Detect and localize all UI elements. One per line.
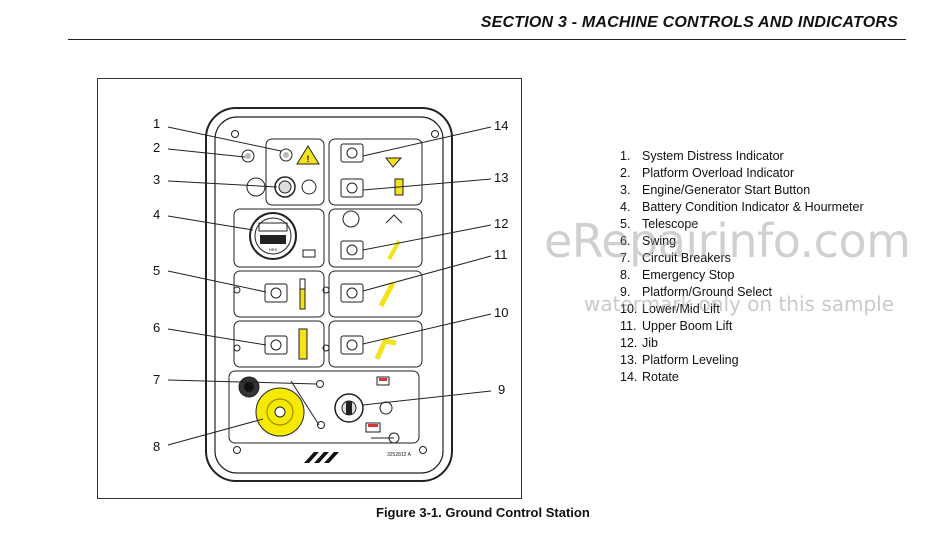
legend-item: 13.Platform Leveling (620, 353, 739, 367)
leader-10 (362, 313, 492, 345)
screw-mid-left-2 (233, 344, 241, 352)
screw-top-right (431, 130, 439, 138)
bottom-block (228, 370, 420, 444)
battery-icon (302, 249, 316, 258)
leader-9 (362, 390, 492, 406)
battery-bar-graph (258, 222, 288, 232)
screw-top-left (231, 130, 239, 138)
figure-caption: Figure 3-1. Ground Control Station (376, 505, 590, 520)
warning-triangle-icon (296, 145, 320, 165)
leader-8 (167, 418, 264, 446)
upper-boom-block (328, 270, 423, 318)
callout-9: 9 (498, 382, 505, 397)
callout-6: 6 (153, 320, 160, 335)
leader-11 (362, 255, 492, 292)
lower-mid-switch (340, 335, 397, 361)
screw-bottom-right (419, 446, 427, 454)
leader-4 (167, 215, 254, 231)
legend-item: 6.Swing (620, 234, 677, 248)
leader-3 (167, 180, 278, 188)
legend-item: 2.Platform Overload Indicator (620, 166, 795, 180)
rotate-switch (340, 143, 403, 168)
screw-bottom-left (233, 446, 241, 454)
legend-item: 8.Emergency Stop (620, 268, 735, 282)
indicator-block (265, 138, 325, 206)
legend-list: 1.System Distress Indicator 2.Platform O… (620, 148, 864, 386)
jlg-logo (304, 452, 339, 463)
callout-14: 14 (494, 118, 508, 133)
svg-text:!: ! (307, 154, 310, 164)
screw-mid-left (233, 286, 241, 294)
jib-icon (387, 240, 401, 260)
leader-12 (362, 224, 492, 251)
lower-lift-icon (374, 338, 397, 361)
section-title: SECTION 3 - MACHINE CONTROLS AND INDICAT… (480, 14, 898, 31)
leader-5 (167, 270, 267, 293)
hourmeter-display (260, 235, 286, 244)
leader-13 (362, 178, 492, 191)
swing-icon (298, 328, 308, 360)
breaker-screw-2 (317, 421, 325, 429)
callout-10: 10 (494, 305, 508, 320)
rotate-leveling-block (328, 138, 423, 206)
start-symbol-icon (301, 179, 317, 195)
callout-5: 5 (153, 263, 160, 278)
jib-icon-upper (385, 214, 403, 224)
legend-item: 1.System Distress Indicator (620, 149, 784, 163)
legend-item: 12.Jib (620, 336, 658, 350)
telescope-switch (264, 278, 306, 310)
lower-mid-block (328, 320, 423, 368)
ground-icon (365, 422, 400, 444)
svg-text:HRS: HRS (269, 247, 278, 252)
upper-boom-switch (340, 281, 396, 308)
svg-text:3252812 A: 3252812 A (387, 452, 412, 458)
leader-1 (167, 126, 282, 152)
leader-2 (167, 148, 246, 158)
start-button-cap (278, 180, 292, 194)
header-rule (68, 39, 906, 40)
hourmeter-ring (254, 217, 292, 255)
ground-control-station-diagram: ! HRS (153, 107, 508, 482)
legend-item: 7.Circuit Breakers (620, 251, 731, 265)
callout-12: 12 (494, 216, 508, 231)
legend-item: 3.Engine/Generator Start Button (620, 183, 811, 197)
distress-indicator-lens (283, 152, 289, 158)
callout-11: 11 (494, 247, 508, 262)
legend-item: 5.Telescope (620, 217, 699, 231)
telescope-block (233, 270, 325, 318)
rotate-icon (384, 157, 403, 168)
leader-7b (290, 380, 320, 426)
callout-3: 3 (153, 172, 160, 187)
callout-7: 7 (153, 372, 160, 387)
leader-14 (362, 126, 492, 157)
legend-item: 4.Battery Condition Indicator & Hourmete… (620, 200, 864, 214)
legend-item: 14.Rotate (620, 370, 679, 384)
callout-1: 1 (153, 116, 160, 131)
figure-frame: ! HRS (97, 78, 522, 499)
legend-item: 9.Platform/Ground Select (620, 285, 772, 299)
overload-indicator-lens (245, 153, 251, 159)
upper-boom-icon (378, 281, 396, 308)
engine-icon (246, 177, 266, 197)
callout-8: 8 (153, 439, 160, 454)
leader-6 (167, 328, 267, 346)
battery-block (233, 208, 325, 268)
legend-item: 10.Lower/Mid Lift (620, 302, 720, 316)
callout-2: 2 (153, 140, 160, 155)
swing-block (233, 320, 325, 368)
callout-4: 4 (153, 207, 160, 222)
blank-plug (342, 210, 360, 228)
callout-13: 13 (494, 170, 508, 185)
legend-item: 11.Upper Boom Lift (620, 319, 733, 333)
